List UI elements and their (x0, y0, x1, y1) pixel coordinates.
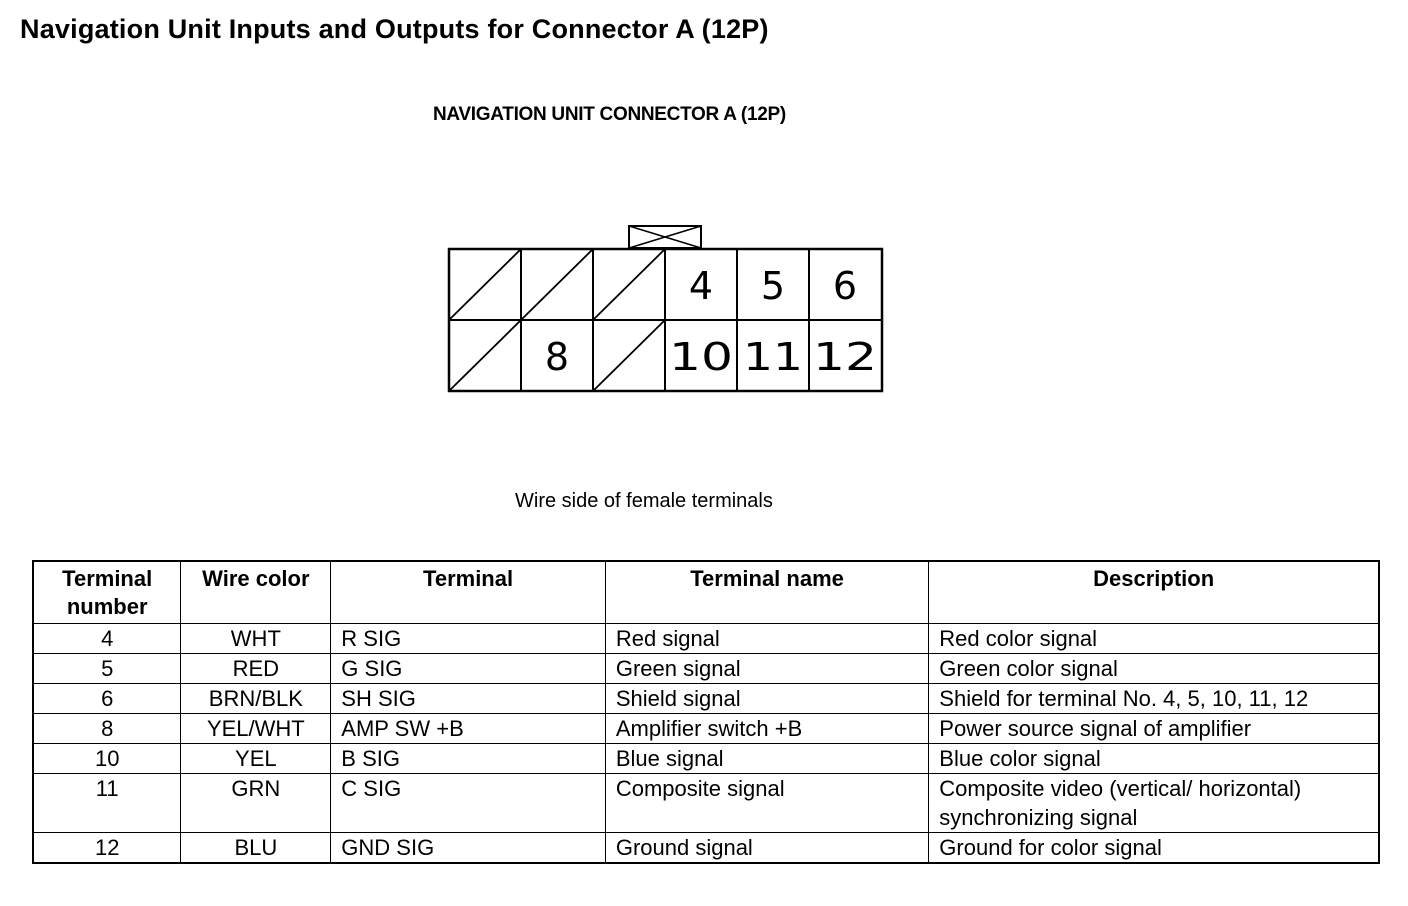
description-cell: Blue color signal (928, 743, 1380, 774)
wire-color-cell: BLU (180, 832, 332, 864)
pin-label-8: 8 (545, 335, 569, 379)
wire-color-cell: GRN (180, 773, 332, 833)
terminal-name-cell: Amplifier switch +B (604, 713, 930, 744)
terminal-name-cell: Shield signal (604, 683, 930, 714)
terminal-number-cell: 11 (32, 773, 182, 833)
terminal-number-cell: 4 (32, 623, 182, 654)
table-row: 6 BRN/BLK SH SIG Shield signal Shield fo… (32, 683, 1380, 714)
terminal-name-cell: Green signal (604, 653, 930, 684)
terminal-number-cell: 6 (32, 683, 182, 714)
description-cell: Red color signal (928, 623, 1380, 654)
pin-label-10: 10 (669, 335, 733, 379)
table-header-row: Terminal number Wire color Terminal Term… (32, 560, 1380, 624)
header-wire-color: Wire color (180, 560, 332, 624)
table-row: 4 WHT R SIG Red signal Red color signal (32, 623, 1380, 654)
terminal-number-cell: 8 (32, 713, 182, 744)
header-terminal: Terminal (330, 560, 606, 624)
table-row: 8 YEL/WHT AMP SW +B Amplifier switch +B … (32, 713, 1380, 744)
pin-label-12: 12 (813, 335, 877, 379)
description-cell: Power source signal of amplifier (928, 713, 1380, 744)
wire-color-cell: RED (180, 653, 332, 684)
terminal-table: Terminal number Wire color Terminal Term… (32, 560, 1380, 864)
terminal-cell: B SIG (330, 743, 606, 774)
connector-diagram: 4 5 6 8 10 11 12 (447, 225, 884, 393)
wire-color-cell: YEL (180, 743, 332, 774)
wire-color-cell: WHT (180, 623, 332, 654)
terminal-name-cell: Blue signal (604, 743, 930, 774)
page-title: Navigation Unit Inputs and Outputs for C… (20, 14, 769, 44)
unused-cavity-9 (592, 319, 666, 392)
terminal-name-cell: Ground signal (604, 832, 930, 864)
terminal-cell: SH SIG (330, 683, 606, 714)
description-cell: Composite video (vertical/ horizontal) s… (928, 773, 1380, 833)
wire-color-cell: YEL/WHT (180, 713, 332, 744)
connector-diagram-caption: Wire side of female terminals (515, 490, 773, 512)
terminal-number-cell: 10 (32, 743, 182, 774)
table-row: 10 YEL B SIG Blue signal Blue color sign… (32, 743, 1380, 774)
header-terminal-name: Terminal name (604, 560, 930, 624)
pin-label-11: 11 (743, 335, 803, 379)
terminal-cell: C SIG (330, 773, 606, 833)
header-description: Description (928, 560, 1380, 624)
terminal-number-cell: 12 (32, 832, 182, 864)
unused-cavity-2 (520, 248, 594, 321)
header-terminal-number: Terminal number (32, 560, 182, 624)
terminal-number-cell: 5 (32, 653, 182, 684)
terminal-cell: G SIG (330, 653, 606, 684)
pin-label-4: 4 (689, 264, 713, 308)
connector-diagram-title: NAVIGATION UNIT CONNECTOR A (12P) (433, 104, 786, 125)
unused-cavity-7 (448, 319, 522, 392)
table-row: 11 GRN C SIG Composite signal Composite … (32, 773, 1380, 833)
connector-lock-tab (628, 225, 702, 249)
unused-cavity-1 (448, 248, 522, 321)
terminal-name-cell: Composite signal (604, 773, 930, 833)
terminal-cell: R SIG (330, 623, 606, 654)
description-cell: Shield for terminal No. 4, 5, 10, 11, 12 (928, 683, 1380, 714)
terminal-name-cell: Red signal (604, 623, 930, 654)
pin-label-5: 5 (761, 264, 785, 308)
terminal-cell: AMP SW +B (330, 713, 606, 744)
description-cell: Green color signal (928, 653, 1380, 684)
table-row: 12 BLU GND SIG Ground signal Ground for … (32, 832, 1380, 864)
pin-label-6: 6 (833, 264, 857, 308)
description-cell: Ground for color signal (928, 832, 1380, 864)
terminal-cell: GND SIG (330, 832, 606, 864)
unused-cavity-3 (592, 248, 666, 321)
table-row: 5 RED G SIG Green signal Green color sig… (32, 653, 1380, 684)
wire-color-cell: BRN/BLK (180, 683, 332, 714)
